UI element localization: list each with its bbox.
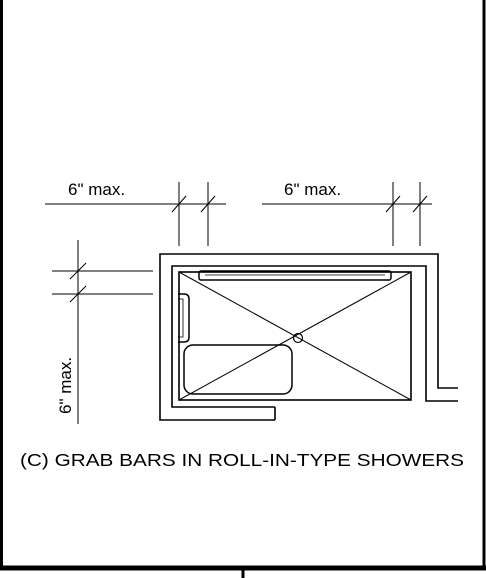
dimension-label-right: 6" max. (284, 180, 341, 199)
back-grab-bar (198, 270, 392, 281)
side-grab-bar (178, 293, 190, 343)
floor-slope-lines (178, 271, 412, 401)
diagram-caption: (C) GRAB BARS IN ROLL-IN-TYPE SHOWERS (20, 450, 464, 470)
dimension-label-vertical: 6" max. (56, 357, 75, 414)
inner-wall (171, 265, 458, 408)
dimension-lines-horizontal (45, 182, 432, 246)
drain-icon (292, 332, 304, 344)
shower-seat (183, 344, 293, 395)
shower-floor (178, 271, 412, 401)
shower-enclosure (159, 253, 458, 421)
dimension-label-left: 6" max. (68, 180, 125, 199)
outer-wall (159, 253, 458, 421)
dimension-lines-vertical (52, 240, 153, 424)
